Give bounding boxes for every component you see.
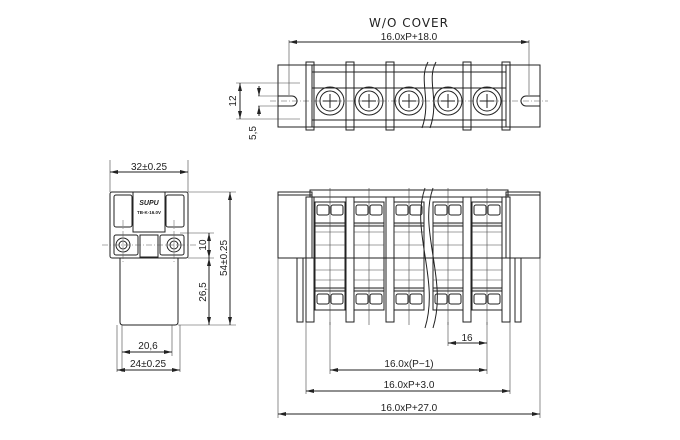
screw-height-dimension: 10 [198, 239, 209, 251]
terminal-screw [316, 293, 330, 305]
pitch-dimension: 16 [461, 333, 473, 344]
terminal-screw [487, 293, 501, 305]
terminal-screw [409, 293, 423, 305]
top-view: 16.0xP+18.0 12 5,5 [228, 32, 548, 140]
terminal-screw [409, 204, 423, 216]
cross-slot [323, 94, 337, 108]
terminal-screw [448, 204, 462, 216]
break-line [420, 187, 438, 329]
span-dimension: 16.0x(P−1) [384, 359, 433, 370]
break-line [421, 61, 437, 129]
barrier-post [345, 196, 355, 323]
barrier-post [385, 196, 395, 323]
screw-icon [354, 86, 384, 116]
barrier-post [305, 196, 315, 323]
screw-head [476, 90, 498, 112]
base-width-dimension: 24±0.25 [130, 359, 167, 370]
overall-width-dimension: 16.0xP+27.0 [381, 403, 438, 414]
screw-head [398, 90, 420, 112]
barrier-post [462, 196, 472, 323]
leg-height-dimension: 26,5 [198, 282, 209, 302]
terminal-screw [330, 293, 344, 305]
mounting-slot-right [520, 95, 540, 107]
end-width-dimension: 32±0.25 [131, 162, 168, 173]
barrier-post [501, 61, 511, 131]
screw-icon [315, 86, 345, 116]
terminal-screw [473, 204, 487, 216]
cross-slot [362, 94, 376, 108]
screw-icon [394, 86, 424, 116]
terminal-screw [355, 204, 369, 216]
terminal-screw [330, 204, 344, 216]
barrier-post [345, 61, 355, 131]
end-legs [119, 258, 179, 326]
inner-width-dimension: 20,6 [138, 341, 158, 352]
terminal-screw [434, 204, 448, 216]
barrier-post [385, 61, 395, 131]
screw-icon [472, 86, 502, 116]
screw-head [437, 90, 459, 112]
end-height-dimension: 54±0.25 [219, 240, 230, 277]
mounting-leg [514, 257, 522, 323]
top-width-dimension: 16.0xP+18.0 [381, 32, 438, 43]
brand-logo: SUPU [139, 200, 159, 207]
barrier-post [462, 61, 472, 131]
terminal-screw [395, 293, 409, 305]
terminal-screw [369, 293, 383, 305]
terminal-screw [316, 204, 330, 216]
terminal-screw [369, 204, 383, 216]
barrier-post [305, 61, 315, 131]
inner-width-dimension: 16.0xP+3.0 [384, 380, 435, 391]
cross-slot [402, 94, 416, 108]
slot-dimension: 12 [228, 95, 239, 107]
terminal-screw [395, 204, 409, 216]
slot-offset-dimension: 5,5 [248, 126, 259, 140]
cross-slot [441, 94, 455, 108]
end-view: 32±0.25 SUPU TB-K-16.0V 54±0.25 10 26,5 [102, 160, 236, 372]
cross-slot [480, 94, 494, 108]
model-label: TB-K-16.0V [137, 210, 161, 215]
front-view: 16 16.0x(P−1) 16.0xP+3.0 16.0xP+27.0 [277, 187, 541, 418]
terminal-screw [473, 293, 487, 305]
terminal-screw [355, 293, 369, 305]
view-title: W/O COVER [369, 16, 449, 30]
screw-head [319, 90, 341, 112]
mounting-leg [296, 257, 304, 323]
terminal-screw [434, 293, 448, 305]
screw-head [358, 90, 380, 112]
terminal-screw [487, 204, 501, 216]
terminal-screw [448, 293, 462, 305]
